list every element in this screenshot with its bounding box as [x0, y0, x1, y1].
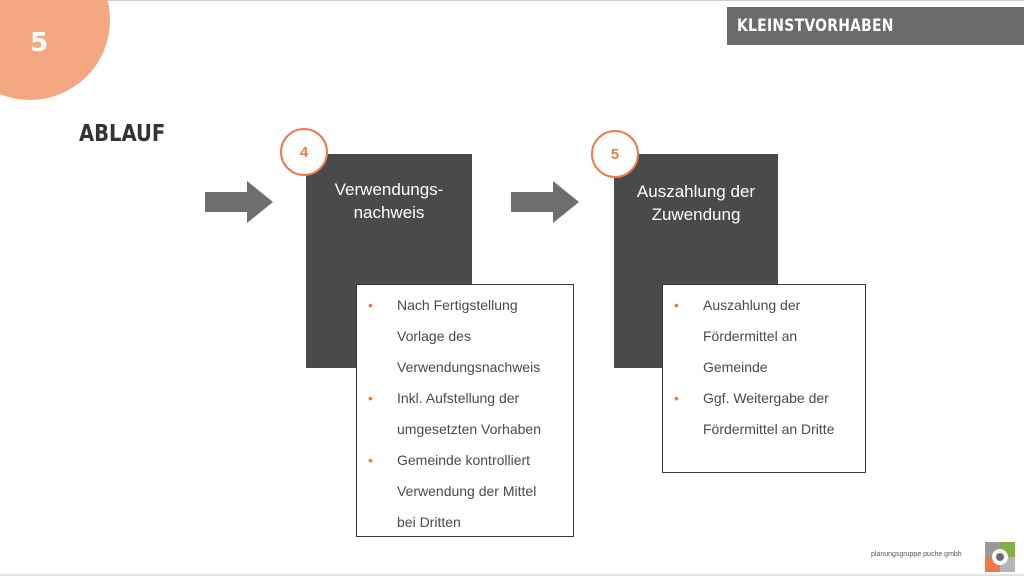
slide-number-circle: [0, 0, 110, 100]
step-title-line: Verwendungs-: [334, 180, 444, 199]
bullet-icon: •: [368, 390, 373, 406]
list-item-line: Ggf. Weitergabe der: [703, 390, 829, 406]
step-title-line: Zuwendung: [651, 205, 741, 224]
bullet-icon: •: [674, 390, 679, 406]
slide-number: 5: [30, 28, 49, 58]
list-item: • Inkl. Aufstellung der umgesetzten Vorh…: [357, 383, 573, 445]
bullet-icon: •: [674, 297, 679, 313]
header-bar: KLEINSTVORHABEN: [727, 7, 1024, 45]
step-title-line: nachweis: [353, 203, 425, 222]
step-title: Verwendungs- nachweis: [306, 178, 472, 224]
company-logo-icon: [985, 542, 1015, 572]
list-item-line: Inkl. Aufstellung der: [397, 390, 520, 406]
list-item: • Auszahlung der Fördermittel an Gemeind…: [663, 290, 865, 383]
list-item-line: Vorlage des: [397, 328, 471, 344]
top-rule: [0, 0, 1024, 1]
list-item-line: Fördermittel an: [703, 328, 798, 344]
detail-card: • Auszahlung der Fördermittel an Gemeind…: [662, 284, 866, 473]
footer-company-name: planungsgruppe puche gmbh: [871, 551, 962, 558]
detail-card: • Nach Fertigstellung Vorlage des Verwen…: [356, 284, 574, 537]
section-title: ABLAUF: [79, 121, 166, 147]
bullet-icon: •: [368, 297, 373, 313]
list-item-line: Fördermittel an Dritte: [703, 421, 835, 437]
detail-list: • Auszahlung der Fördermittel an Gemeind…: [663, 290, 865, 445]
list-item-line: bei Dritten: [397, 514, 461, 530]
list-item-line: Gemeinde kontrolliert: [397, 452, 531, 468]
list-item-line: umgesetzten Vorhaben: [397, 421, 541, 437]
step-badge: 5: [591, 130, 639, 178]
step-title-line: Auszahlung der: [636, 182, 756, 201]
list-item: • Nach Fertigstellung Vorlage des Verwen…: [357, 290, 573, 383]
list-item-line: Nach Fertigstellung: [397, 297, 518, 313]
list-item-line: Verwendung der Mittel: [397, 483, 537, 499]
step-badge: 4: [280, 128, 328, 176]
bullet-icon: •: [368, 452, 373, 468]
step-title: Auszahlung der Zuwendung: [614, 180, 778, 226]
detail-list: • Nach Fertigstellung Vorlage des Verwen…: [357, 290, 573, 538]
list-item: • Ggf. Weitergabe der Fördermittel an Dr…: [663, 383, 865, 445]
list-item-line: Auszahlung der: [703, 297, 801, 313]
arrow-right-icon: [205, 181, 273, 223]
bottom-rule: [0, 574, 1024, 576]
header-title: KLEINSTVORHABEN: [737, 16, 894, 36]
list-item-line: Gemeinde: [703, 359, 768, 375]
arrow-right-icon: [511, 181, 579, 223]
list-item: • Gemeinde kontrolliert Verwendung der M…: [357, 445, 573, 538]
list-item-line: Verwendungsnachweis: [397, 359, 541, 375]
